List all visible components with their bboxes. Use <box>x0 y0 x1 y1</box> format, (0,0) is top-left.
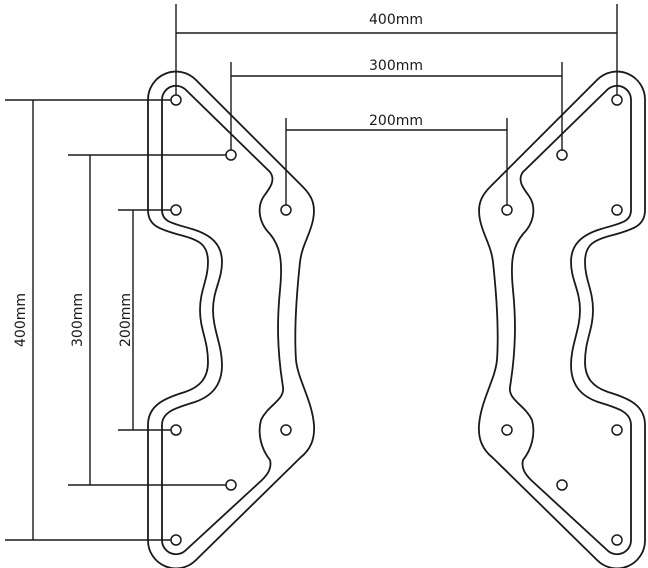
dimension-label: 400mm <box>369 12 423 28</box>
mounting-hole <box>556 149 568 161</box>
dimension-vertical-300: 300mm <box>68 154 231 486</box>
mounting-holes <box>170 94 623 546</box>
mounting-hole <box>556 479 568 491</box>
dimension-vertical-200: 200mm <box>118 209 176 431</box>
mounting-hole <box>170 204 182 216</box>
mounting-hole <box>611 204 623 216</box>
mounting-hole <box>501 204 513 216</box>
mounting-hole <box>170 94 182 106</box>
dimension-horizontal-400: 400mm <box>175 4 618 100</box>
mounting-hole <box>280 204 292 216</box>
mounting-hole <box>501 424 513 436</box>
dimension-label: 300mm <box>369 58 423 74</box>
mounting-hole <box>280 424 292 436</box>
dimension-horizontal-200: 200mm <box>285 113 508 210</box>
dimension-horizontal-300: 300mm <box>230 58 563 155</box>
dimension-vertical-400: 400mm <box>5 99 176 541</box>
mounting-hole <box>611 534 623 546</box>
mounting-hole <box>611 94 623 106</box>
dimension-label: 400mm <box>13 293 29 347</box>
dimension-label: 200mm <box>369 113 423 129</box>
dimension-label: 300mm <box>70 293 86 347</box>
mounting-hole <box>611 424 623 436</box>
mounting-hole <box>225 479 237 491</box>
mounting-hole <box>170 534 182 546</box>
dimension-label: 200mm <box>118 293 134 347</box>
mounting-hole <box>170 424 182 436</box>
mounting-hole <box>225 149 237 161</box>
